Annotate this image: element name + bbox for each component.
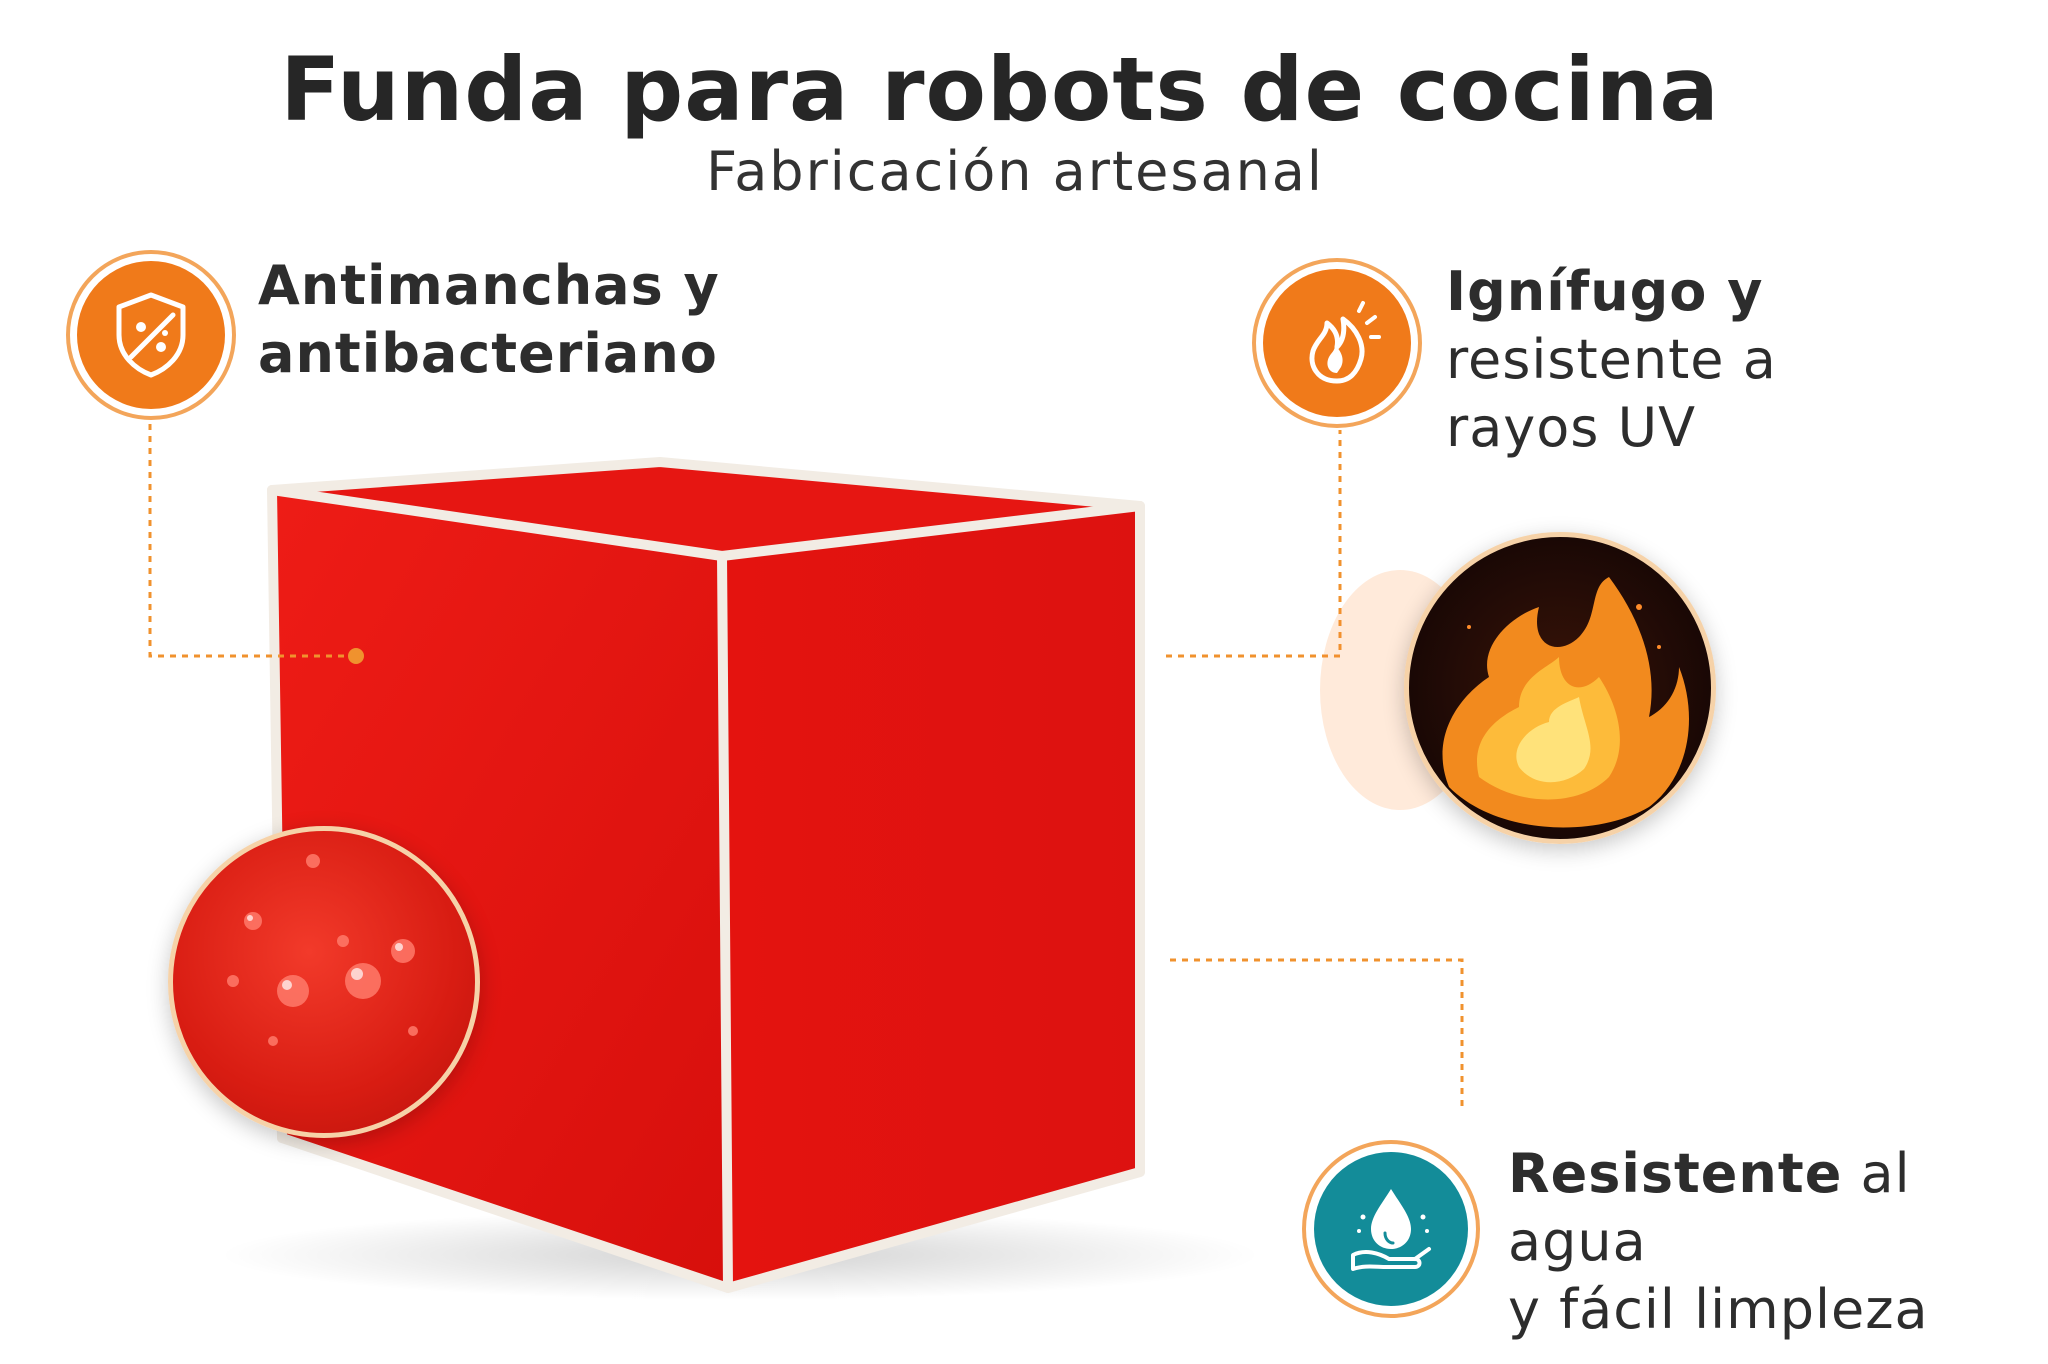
antimanchas-line-2: antibacteriano — [258, 322, 718, 385]
cover-side-face — [722, 506, 1140, 1288]
ignifugo-line-1: Ignífugo y — [1446, 258, 1777, 326]
fire-zoom-image — [1404, 532, 1716, 844]
agua-line-2: y fácil limpleza — [1508, 1278, 1929, 1341]
water-droplets — [227, 854, 418, 1046]
ignifugo-bold: Ignífugo y — [1446, 260, 1764, 323]
cover-top-face — [272, 462, 1140, 556]
flame-icon — [1309, 301, 1381, 384]
ignifugo-icon-badge — [1252, 258, 1422, 428]
connector-dot-1 — [348, 648, 364, 664]
ignifugo-line-3: rayos UV — [1446, 396, 1697, 459]
agua-icon-badge — [1302, 1140, 1480, 1318]
agua-line-1: Resistente al agua — [1508, 1140, 2048, 1276]
antimanchas-icon-badge — [66, 250, 236, 420]
agua-feature-text: Resistente al agua y fácil limpleza — [1508, 1140, 2048, 1344]
cover-piping — [267, 457, 1145, 1293]
fire-flames — [1442, 577, 1689, 828]
connector-lines — [148, 424, 1464, 1108]
agua-rest: al agua — [1508, 1142, 1911, 1273]
antimanchas-line-1: Antimanchas y — [258, 254, 720, 317]
fabric-droplets-zoom-image — [168, 826, 480, 1138]
ignifugo-feature-text: Ignífugo y resistente a rayos UV — [1446, 258, 1777, 462]
page-title: Funda para robots de cocina — [280, 38, 1720, 141]
antimanchas-feature-text: Antimanchas y antibacteriano — [258, 252, 720, 388]
ignifugo-line-2: resistente a — [1446, 328, 1777, 391]
shield-stain-icon — [116, 292, 186, 378]
water-drop-hand-icon — [1351, 1189, 1431, 1271]
page-subtitle: Fabricación artesanal — [706, 140, 1324, 203]
agua-bold: Resistente — [1508, 1142, 1843, 1205]
